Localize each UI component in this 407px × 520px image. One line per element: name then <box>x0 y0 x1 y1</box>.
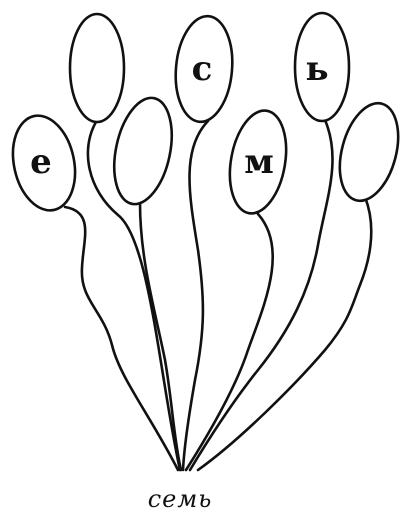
balloon-string-4 <box>183 121 208 470</box>
answer-word: семь <box>148 485 213 513</box>
balloons-group: е с м ь <box>5 13 407 218</box>
balloon-5-letter: м <box>244 142 274 182</box>
balloon-3-shape <box>105 93 180 210</box>
balloon-7 <box>330 97 407 208</box>
strings-group <box>65 120 371 470</box>
balloon-string-3 <box>140 203 181 470</box>
balloon-6-letter: ь <box>305 49 328 89</box>
balloon-2-shape <box>70 14 124 122</box>
balloon-4-letter: с <box>192 49 213 89</box>
balloon-1-letter: е <box>30 142 52 182</box>
balloon-1: е <box>5 110 84 216</box>
balloon-5: м <box>222 106 293 218</box>
balloon-2 <box>70 14 124 122</box>
balloon-7-shape <box>330 97 407 208</box>
balloon-4: с <box>171 14 236 124</box>
balloon-3 <box>105 93 180 210</box>
balloon-6: ь <box>295 13 349 121</box>
